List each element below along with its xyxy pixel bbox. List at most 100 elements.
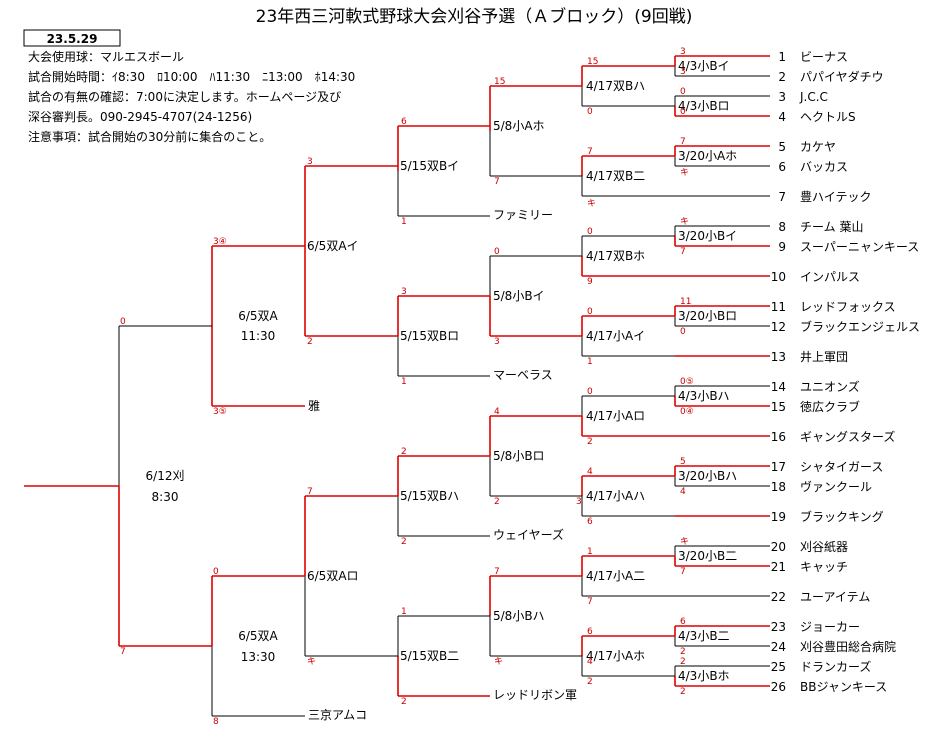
team-name: キャッチ <box>800 560 848 574</box>
score: 0 <box>587 227 593 237</box>
score: 2 <box>401 697 407 707</box>
info-line-contact: 深谷審判長。090-2945-4707(24-1256) <box>28 109 252 124</box>
score: 7 <box>120 647 126 657</box>
score: 15 <box>494 77 505 87</box>
team-name: レッドフォックス <box>800 300 896 314</box>
team-number: 26 <box>771 680 786 694</box>
match-labels-r1: 4/3小Bイ 4/3小Bロ 3/20小Aホ 3/20小Bイ 3/20小Bロ 4/… <box>678 59 737 683</box>
team-name: インパルス <box>800 270 860 284</box>
bracket-lines <box>24 55 770 717</box>
score: 0 <box>680 327 686 337</box>
match-label: 4/3小Bロ <box>678 99 730 113</box>
page-title: 23年西三河軟式野球大会刈谷予選（Ａブロック）(9回戦) <box>256 6 693 27</box>
team-name: バッカス <box>800 160 848 174</box>
team-name: シャタイガース <box>800 460 883 474</box>
team-number: 10 <box>771 270 786 284</box>
match-label: 6/5双A <box>238 309 278 323</box>
team-number: 6 <box>778 160 786 174</box>
score: キ <box>587 199 596 209</box>
score: 0 <box>213 567 219 577</box>
match-label: 4/17小Aハ <box>586 489 645 503</box>
seed-team: 雅 <box>308 398 320 413</box>
score: 1 <box>401 377 407 387</box>
score: 3 <box>307 157 313 167</box>
score: 2 <box>494 497 500 507</box>
match-time: 13:30 <box>241 650 276 664</box>
team-number: 11 <box>771 300 786 314</box>
team-name: ビーナス <box>800 50 848 64</box>
final-match-time: 8:30 <box>152 490 179 504</box>
score: キ <box>680 537 689 547</box>
team-number: 24 <box>771 640 786 654</box>
seed-team: 三京アムコ <box>308 708 367 722</box>
team-number: 19 <box>771 510 786 524</box>
score: 0 <box>680 87 686 97</box>
score: 2 <box>587 437 593 447</box>
team-number: 14 <box>771 380 786 394</box>
match-label: 3/20小Bロ <box>678 309 737 323</box>
team-number: 8 <box>778 220 786 234</box>
match-label: 5/15双Bハ <box>400 489 459 503</box>
match-label: 5/15双B二 <box>400 649 459 663</box>
match-label: 4/17小Aロ <box>586 409 645 423</box>
team-name: ブラックキング <box>800 509 884 524</box>
score: 3 <box>576 497 582 507</box>
score: 11 <box>680 297 691 307</box>
match-label: 5/8小Bイ <box>493 289 545 303</box>
team-name: ブラックエンジェルス <box>800 319 920 334</box>
score: 4 <box>587 467 593 477</box>
team-name: ギャングスターズ <box>800 429 895 444</box>
score: キ <box>494 657 503 667</box>
score: 7 <box>587 597 593 607</box>
score: 2 <box>680 657 686 667</box>
team-name: パパイヤダチウ <box>800 69 884 84</box>
match-labels-r6: 6/5双A 11:30 6/5双A 13:30 <box>238 309 278 664</box>
team-number: 17 <box>771 460 786 474</box>
score: 3 <box>401 287 407 297</box>
team-number: 15 <box>771 400 786 414</box>
team-name: スーパーニャンキース <box>800 240 919 254</box>
match-label: 4/3小Bハ <box>678 389 730 403</box>
team-list: 1 ビーナス 2 パパイヤダチウ 3 J.C.C 4 ヘクトルS 5 カケヤ 6… <box>771 50 920 694</box>
team-number: 16 <box>771 430 786 444</box>
score: 1 <box>587 547 593 557</box>
score: キ <box>680 168 689 178</box>
score: 6 <box>587 627 593 637</box>
info-line-times: 試合開始時間：ｲ8:30 ﾛ10:00 ﾊ11:30 ﾆ13:00 ﾎ14:30 <box>28 69 355 84</box>
team-name: ジョーカー <box>800 620 860 634</box>
score: 0 <box>587 307 593 317</box>
match-label: 6/5双Aロ <box>307 569 359 583</box>
score: 4 <box>494 407 500 417</box>
score: 6 <box>587 517 593 527</box>
match-label: 4/17小Aイ <box>586 329 645 343</box>
score: 7 <box>494 567 500 577</box>
team-name: ユニオンズ <box>800 379 860 394</box>
score: 2 <box>587 677 593 687</box>
score: 7 <box>680 137 686 147</box>
score: 5 <box>680 457 686 467</box>
seed-team: ファミリー <box>493 208 553 222</box>
team-name: ヘクトルS <box>800 110 856 124</box>
info-line-notes: 注意事項：試合開始の30分前に集合のこと。 <box>28 129 271 144</box>
score: 4 <box>587 657 593 667</box>
team-name: ヴァンクール <box>800 479 872 494</box>
team-name: 刈谷豊田総合病院 <box>800 639 896 654</box>
score: 1 <box>401 217 407 227</box>
score: 15 <box>587 57 598 67</box>
match-label: 6/5双Aイ <box>307 239 359 253</box>
team-number: 21 <box>771 560 786 574</box>
score: 0 <box>494 247 500 257</box>
score: 7 <box>680 567 686 577</box>
team-number: 20 <box>771 540 786 554</box>
match-labels-r3: 5/8小Aホ 5/8小Bイ 5/8小Bロ 5/8小Bハ <box>493 119 545 623</box>
match-label: 4/3小Bイ <box>678 59 730 73</box>
match-label: 5/15双Bイ <box>400 159 459 173</box>
team-name: 井上軍団 <box>800 350 848 364</box>
team-name: チーム 葉山 <box>800 220 863 234</box>
team-name: カケヤ <box>800 140 836 154</box>
score: 4 <box>680 487 686 497</box>
info-line-ball: 大会使用球：マルエスボール <box>28 49 184 64</box>
score: 3 <box>680 47 686 57</box>
team-number: 1 <box>778 50 786 64</box>
